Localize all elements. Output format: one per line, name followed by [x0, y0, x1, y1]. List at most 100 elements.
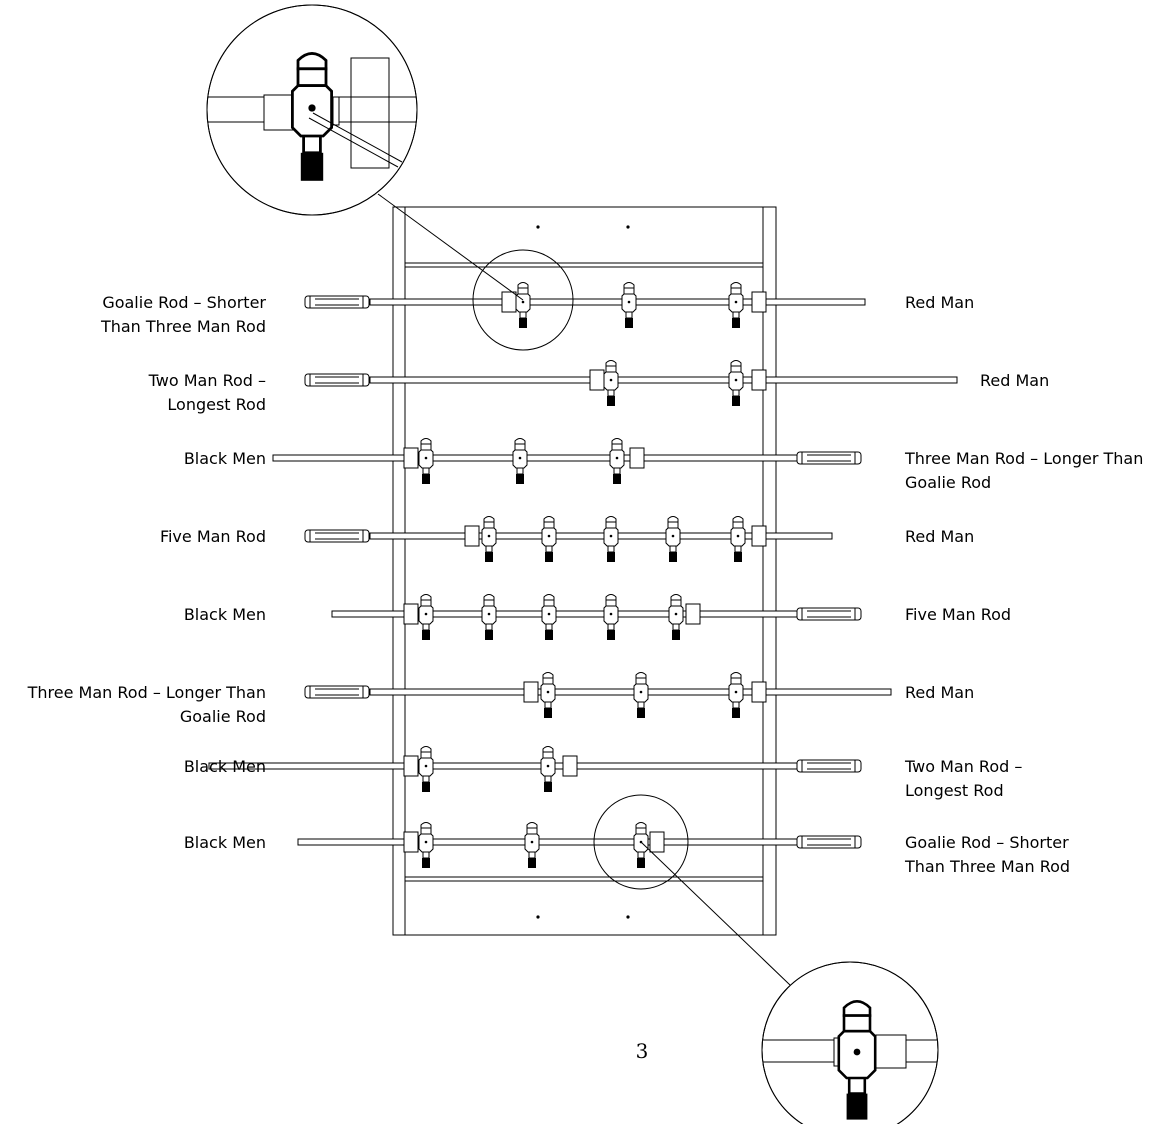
rod-row-3	[272, 438, 862, 484]
detail-callout-top	[206, 4, 418, 216]
foosman-figure	[728, 282, 744, 328]
rod-right-label: Red Man	[980, 371, 1049, 390]
rod-shaft	[208, 762, 861, 770]
foosman-pin	[487, 612, 491, 616]
foosman-foot	[732, 708, 740, 718]
rod-left-label: Black Men	[184, 449, 266, 468]
rod-row-5	[331, 594, 862, 640]
foosman-foot	[544, 708, 552, 718]
rod-handle	[796, 759, 862, 773]
foosman-pin	[674, 612, 678, 616]
foosman-pin	[518, 456, 522, 460]
foosman-helmet	[526, 822, 538, 829]
callout-circle-goalie-black	[593, 794, 689, 890]
foosman-helmet	[483, 516, 495, 523]
rod-right-label: Goalie Rod	[905, 473, 991, 492]
foosman-foot	[637, 708, 645, 718]
foosman-figure	[418, 822, 434, 868]
rod-bumper	[562, 755, 578, 777]
foosman-helmet	[842, 1000, 872, 1017]
foosman-foot	[422, 474, 430, 484]
foosman-face	[296, 67, 328, 88]
rod-row-2	[304, 360, 958, 406]
foosman-pin	[609, 612, 613, 616]
rod-bumper	[751, 291, 767, 313]
foosman-figure	[515, 282, 531, 328]
rod-shaft	[369, 376, 958, 384]
foosman-figure	[541, 594, 557, 640]
foosman-helmet	[730, 360, 742, 367]
foosman-figure	[418, 438, 434, 484]
foosman-figure	[633, 672, 649, 718]
foosman-legs	[545, 546, 553, 553]
foosman-figure	[524, 822, 540, 868]
foosman-pin	[734, 300, 738, 304]
foosman-legs	[485, 546, 493, 553]
foosman-legs	[637, 702, 645, 709]
rod-row-1	[304, 282, 866, 328]
foosman-face	[542, 751, 554, 759]
foosman-face	[542, 677, 554, 685]
foosman-figure	[603, 360, 619, 406]
foosman-foot	[545, 630, 553, 640]
foosman-helmet	[420, 822, 432, 829]
foosman-legs	[422, 776, 430, 783]
foosman-pin	[853, 1048, 861, 1056]
foosman-figure	[730, 516, 746, 562]
foosman-face	[667, 521, 679, 529]
foosman-legs	[732, 312, 740, 319]
foosman-face	[623, 287, 635, 295]
rod-right-label: Three Man Rod – Longer Than	[904, 449, 1143, 468]
foosman-pin	[487, 534, 491, 538]
rod-handle	[796, 451, 862, 465]
rod-shaft	[272, 454, 861, 462]
foosman-legs	[516, 468, 524, 475]
foosman-figure	[728, 360, 744, 406]
foosman-pin	[308, 104, 316, 112]
rod-left-label: Three Man Rod – Longer Than	[27, 683, 266, 702]
foosman-face	[420, 751, 432, 759]
foosman-pin	[615, 456, 619, 460]
rod-row-8	[297, 822, 862, 868]
foosman-pin	[639, 690, 643, 694]
foosman-helmet	[730, 282, 742, 289]
foosman-legs	[528, 852, 536, 859]
foosman-figure	[418, 746, 434, 792]
rod-bumper	[589, 369, 605, 391]
foosman-figure	[481, 516, 497, 562]
foosman-face	[420, 827, 432, 835]
foosman-face	[605, 599, 617, 607]
foosman-face	[670, 599, 682, 607]
rod-handle	[304, 295, 370, 309]
foosman-face	[543, 599, 555, 607]
foosman-legs	[545, 624, 553, 631]
foosman-helmet	[420, 746, 432, 753]
rod-bumper	[523, 681, 539, 703]
rod-row-6	[304, 672, 892, 718]
foosman-face	[420, 599, 432, 607]
callout-circle-goalie-red	[472, 249, 574, 351]
foosman-legs	[422, 468, 430, 475]
rod-handle	[796, 607, 862, 621]
foosman-legs	[613, 468, 621, 475]
table-bolt	[626, 915, 630, 919]
rod-row-7	[208, 746, 862, 792]
rod-handle	[304, 373, 370, 387]
rod-handle	[304, 685, 370, 699]
foosman-legs	[519, 312, 527, 319]
foosman-helmet	[514, 438, 526, 445]
foosman-helmet	[542, 672, 554, 679]
foosman-figure	[512, 438, 528, 484]
foosman-face	[483, 521, 495, 529]
rod-shaft	[297, 838, 861, 846]
foosman-face	[420, 443, 432, 451]
foosman-legs	[607, 546, 615, 553]
foosman-foot	[516, 474, 524, 484]
foosman-foot	[528, 858, 536, 868]
rod-bumper	[403, 831, 419, 853]
page-number: 3	[636, 1039, 649, 1063]
rod-left-label: Goalie Rod – Shorter	[102, 293, 266, 312]
foosman-helmet	[623, 282, 635, 289]
rod-left-label: Black Men	[184, 833, 266, 852]
